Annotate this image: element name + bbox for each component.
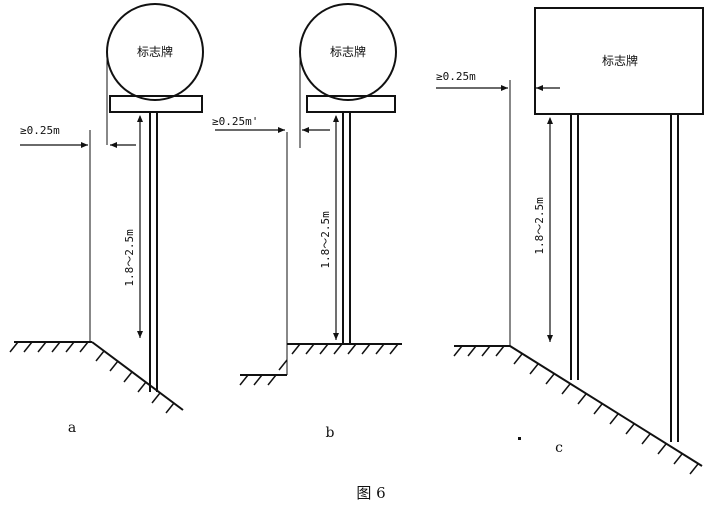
height-label-a: 1.8～2.5m <box>123 229 136 287</box>
hatch-c <box>453 345 699 475</box>
sign-plate-b <box>306 95 396 113</box>
sign-text-a: 标志牌 <box>137 45 173 59</box>
panel-label-a: a <box>68 420 76 436</box>
round-sign-b <box>299 3 397 101</box>
slope-a <box>91 341 184 411</box>
height-label-c: 1.8～2.5m <box>533 197 546 255</box>
sign-text-b: 标志牌 <box>330 45 366 59</box>
panel-label-c: c <box>555 440 563 456</box>
clearance-label-c: ≥0.25m <box>436 70 476 83</box>
round-sign-a <box>106 3 204 101</box>
sign-plate-a <box>109 95 203 113</box>
panel-c <box>436 7 704 475</box>
sign-text-c: 标志牌 <box>602 54 638 68</box>
hatch-a <box>9 341 175 414</box>
figure-caption: 图 6 <box>356 484 385 502</box>
rect-sign-c <box>534 7 704 115</box>
clearance-label-a: ≥0.25m <box>20 124 60 137</box>
panel-b <box>215 3 402 386</box>
slope-c <box>509 345 703 467</box>
panel-a <box>9 3 204 414</box>
panel-label-b: b <box>326 425 335 441</box>
height-label-b: 1.8～2.5m <box>319 211 332 269</box>
speck-c <box>518 437 521 440</box>
hatch-b <box>239 343 399 386</box>
clearance-label-b: ≥0.25m' <box>212 115 258 128</box>
